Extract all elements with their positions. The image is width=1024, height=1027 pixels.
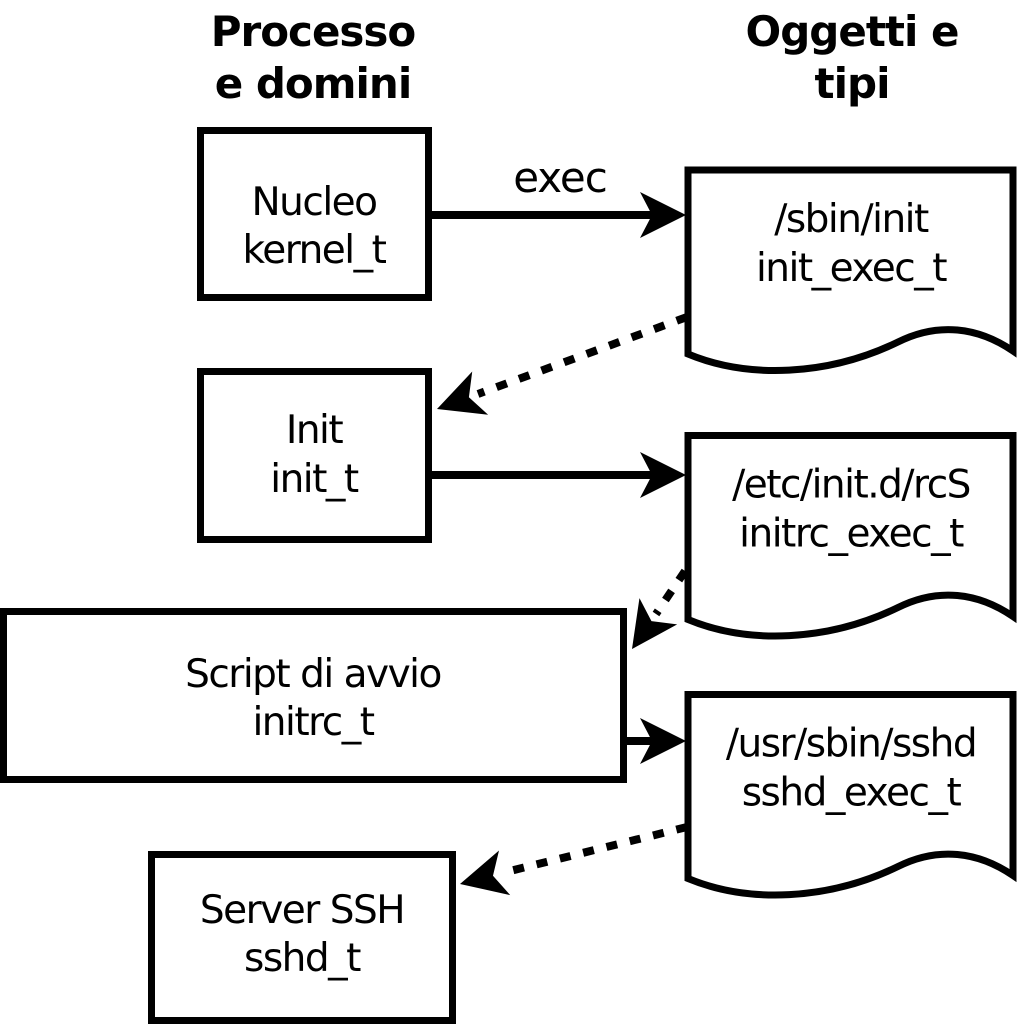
exec-arrow-label: exec (513, 153, 607, 202)
arrowhead-icon (640, 192, 686, 238)
process-init-name: Init (286, 408, 344, 453)
object-init-type: init_exec_t (756, 246, 947, 291)
arrowhead-icon (437, 371, 489, 415)
arrowhead-icon (640, 452, 686, 498)
process-kernel-name: Nucleo (251, 180, 376, 225)
process-init-domain: init_t (270, 457, 359, 502)
object-rcs-path: /etc/init.d/rcS (732, 463, 970, 508)
object-init-path: /sbin/init (774, 197, 929, 242)
dotted-arrow-initrc-entry (632, 568, 689, 649)
column-header-processes: Processo e domini (211, 7, 417, 108)
arrowhead-icon (640, 718, 686, 764)
header-objects-line1: Oggetti e (746, 7, 959, 56)
arrow-kernel-exec-init: exec (431, 153, 686, 238)
arrowhead-icon (632, 598, 678, 649)
document-sbin-init: /sbin/init init_exec_t (684, 166, 1017, 374)
process-initrc-domain: initrc_t (252, 700, 374, 745)
process-sshd-name: Server SSH (200, 888, 404, 933)
column-header-objects: Oggetti e tipi (746, 7, 960, 108)
object-rcs-type: initrc_exec_t (739, 512, 964, 557)
process-kernel-domain: kernel_t (243, 228, 387, 273)
dotted-arrow-init-entry (437, 313, 689, 415)
process-box-sshd: Server SSH sshd_t (148, 851, 456, 1024)
object-sshd-path: /usr/sbin/sshd (726, 722, 976, 767)
header-objects-line2: tipi (815, 59, 890, 108)
arrowhead-icon (460, 850, 511, 896)
dotted-arrow-sshd-entry (460, 823, 688, 896)
object-sshd-type: sshd_exec_t (742, 771, 962, 816)
process-sshd-domain: sshd_t (244, 936, 361, 981)
document-etc-rcs: /etc/init.d/rcS initrc_exec_t (684, 432, 1017, 640)
header-processes-line1: Processo (211, 7, 416, 56)
process-box-initrc: Script di avvio initrc_t (0, 608, 627, 783)
process-initrc-name: Script di avvio (185, 652, 441, 697)
header-processes-line2: e domini (215, 59, 411, 108)
process-box-kernel: Nucleo kernel_t (197, 127, 432, 301)
document-usr-sshd: /usr/sbin/sshd sshd_exec_t (684, 691, 1017, 899)
arrow-init-exec-rcs (431, 452, 686, 498)
process-box-init: Init init_t (197, 368, 432, 543)
arrow-initrc-exec-sshd (623, 718, 686, 764)
